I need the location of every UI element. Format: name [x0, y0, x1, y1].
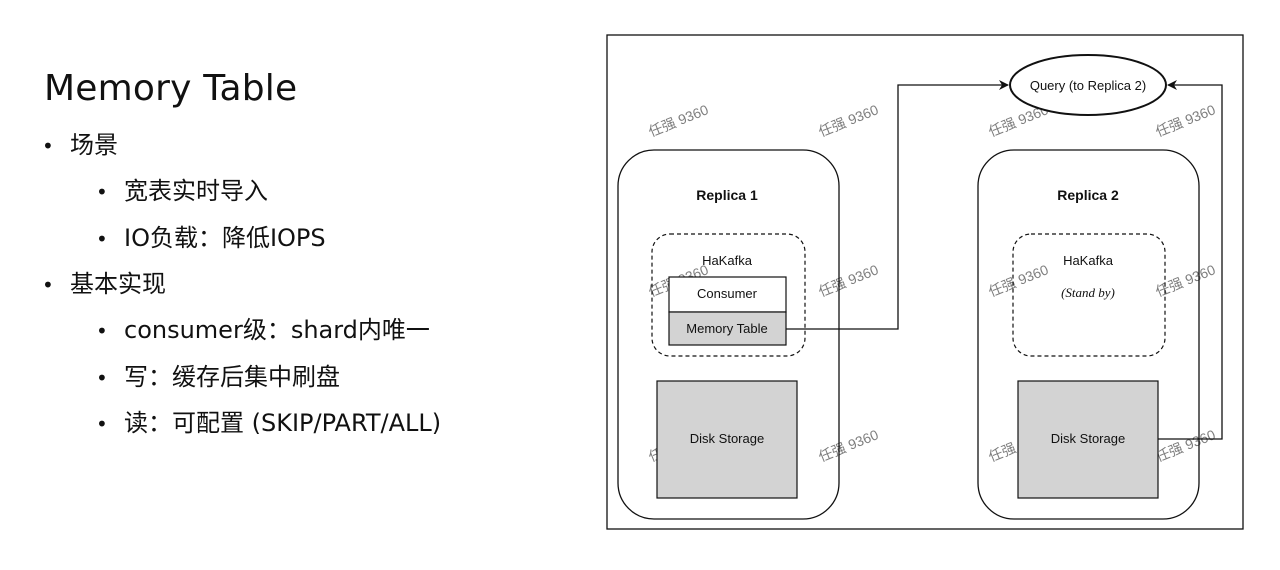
bullet-basic-implementation: • 基本实现 — [42, 270, 166, 299]
architecture-diagram: 任强 9360 任强 9360 任强 9360 任强 9360 任强 9360 … — [606, 34, 1244, 530]
replica2-container — [977, 149, 1200, 520]
bullet-text: IO负载：降低IOPS — [124, 224, 326, 252]
replica2-hakafka-group — [1012, 233, 1166, 357]
replica2-title: Replica 2 — [1057, 187, 1119, 203]
bullet-dot: • — [42, 273, 54, 297]
bullet-text: 宽表实时导入 — [124, 177, 268, 205]
bullet-write: • 写：缓存后集中刷盘 — [96, 363, 340, 392]
bullet-dot: • — [96, 180, 108, 204]
bullet-io-load: • IO负载：降低IOPS — [96, 224, 326, 253]
query-label: Query (to Replica 2) — [1030, 78, 1146, 93]
replica2-standby-label: (Stand by) — [1061, 285, 1115, 300]
replica2-hakafka-label: HaKafka — [1063, 253, 1114, 268]
bullet-text: 场景 — [70, 131, 118, 159]
bullet-dot: • — [42, 134, 54, 158]
memory-table-to-query-arrow — [786, 80, 1009, 330]
bullet-consumer-level: • consumer级：shard内唯一 — [96, 316, 430, 345]
bullet-dot: • — [96, 319, 108, 343]
slide-title: Memory Table — [44, 68, 298, 109]
bullet-text: consumer级：shard内唯一 — [124, 316, 430, 344]
bullet-dot: • — [96, 366, 108, 390]
memory-table-label: Memory Table — [686, 321, 767, 336]
bullet-text: 读：可配置 (SKIP/PART/ALL) — [124, 409, 442, 437]
replica1-hakafka-group — [651, 233, 806, 357]
bullet-read: • 读：可配置 (SKIP/PART/ALL) — [96, 409, 441, 438]
replica2-disk-storage — [1017, 380, 1159, 499]
disk-storage-to-query-arrow — [1158, 80, 1223, 440]
bullet-scenario: • 场景 — [42, 131, 118, 160]
bullet-dot: • — [96, 412, 108, 436]
replica1-hakafka-label: HaKafka — [702, 253, 753, 268]
query-node — [1009, 54, 1167, 116]
bullet-text: 基本实现 — [70, 270, 166, 298]
bullet-dot: • — [96, 227, 108, 251]
consumer-label: Consumer — [697, 286, 758, 301]
replica1-disk-storage — [656, 380, 798, 499]
replica1-title: Replica 1 — [696, 187, 758, 203]
memory-table-box — [668, 311, 787, 346]
replica2-disk-label: Disk Storage — [1051, 431, 1125, 446]
replica1-disk-label: Disk Storage — [690, 431, 764, 446]
replica1-container — [617, 149, 840, 520]
bullet-wide-table-import: • 宽表实时导入 — [96, 177, 268, 206]
bullet-text: 写：缓存后集中刷盘 — [124, 363, 340, 391]
consumer-box — [668, 276, 787, 313]
